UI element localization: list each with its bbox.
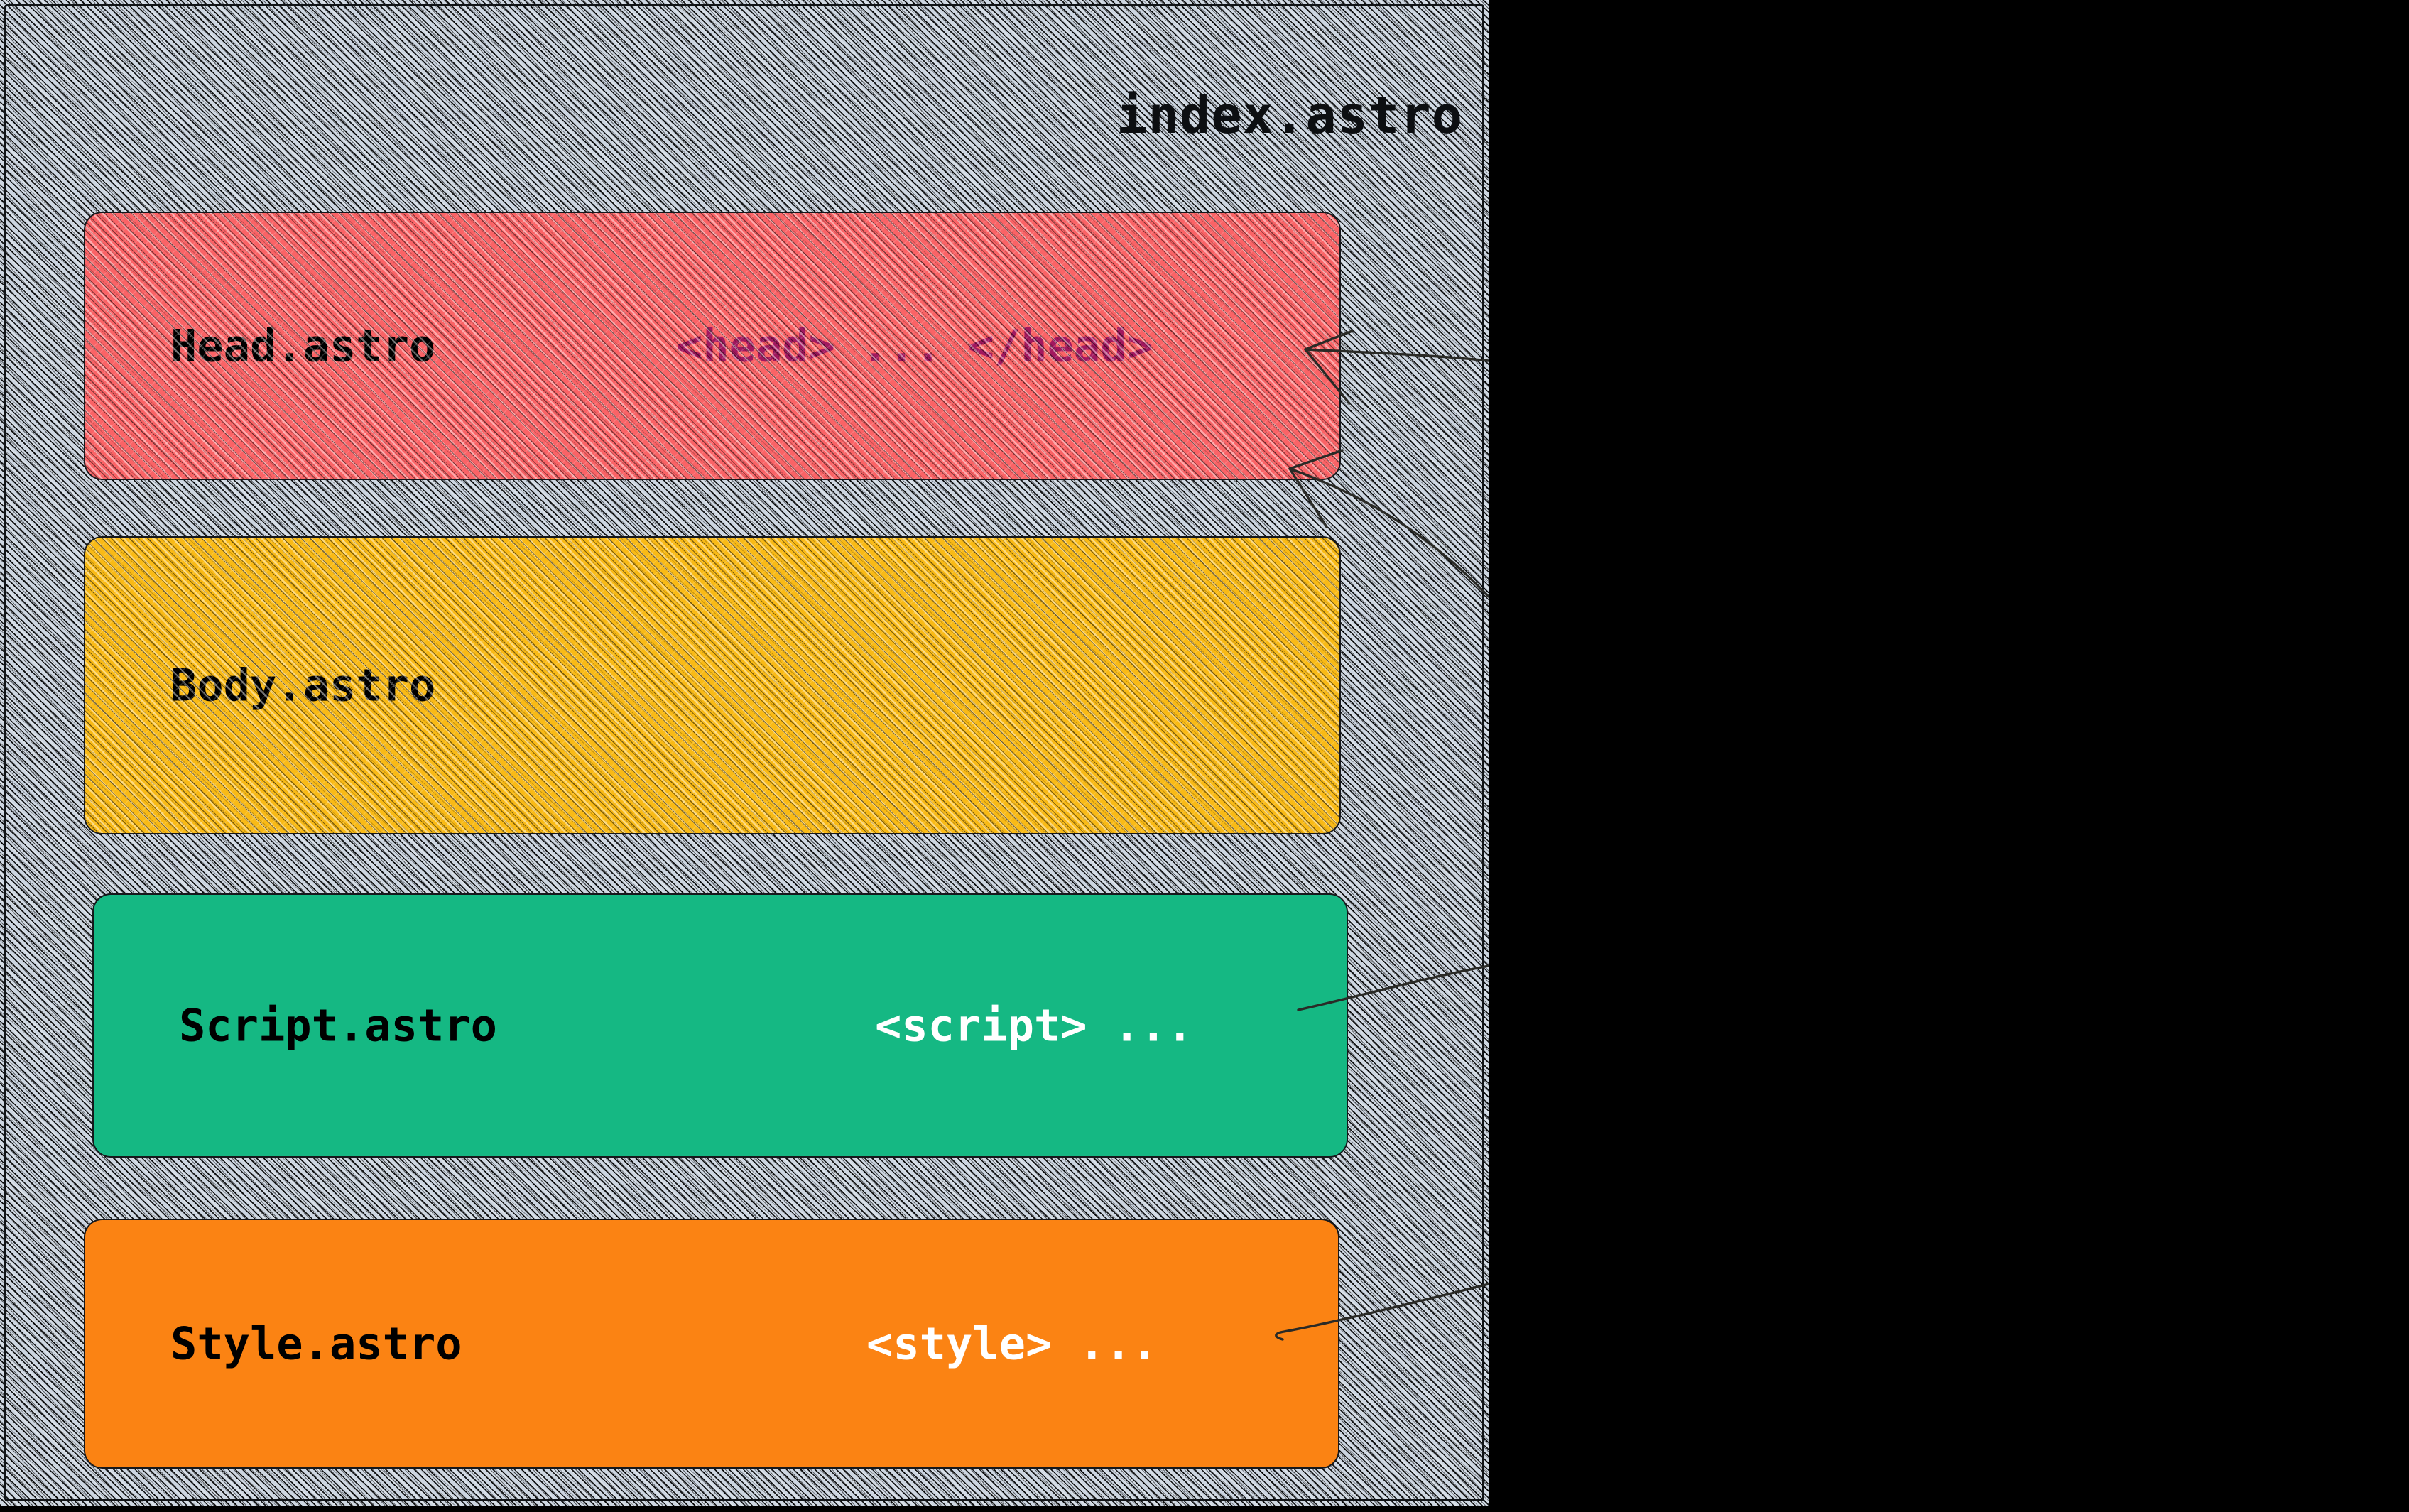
page-title: index.astro xyxy=(1116,85,1463,145)
row-script-astro[interactable]: Script.astro <script> ... xyxy=(92,893,1348,1158)
row-head-content: Head.astro <head> ... </head> xyxy=(85,213,1339,479)
row-body-label: Body.astro xyxy=(170,659,436,712)
row-head-label: Head.astro xyxy=(170,320,436,372)
row-style-label: Style.astro xyxy=(170,1317,462,1370)
row-script-tag: <script> ... xyxy=(875,999,1193,1052)
diagram-canvas: index.astro Head.astro <head> ... </head… xyxy=(0,0,1489,1506)
row-style-astro[interactable]: Style.astro <style> ... xyxy=(84,1219,1339,1469)
row-style-tag: <style> ... xyxy=(866,1317,1158,1370)
row-body-astro[interactable]: Body.astro xyxy=(84,536,1341,834)
row-head-astro[interactable]: Head.astro <head> ... </head> xyxy=(84,212,1341,480)
row-style-content: Style.astro <style> ... xyxy=(85,1220,1338,1467)
row-script-label: Script.astro xyxy=(179,999,497,1052)
row-body-content: Body.astro xyxy=(85,538,1339,833)
row-head-tag: <head> ... </head> xyxy=(676,320,1153,372)
row-script-content: Script.astro <script> ... xyxy=(94,895,1347,1156)
